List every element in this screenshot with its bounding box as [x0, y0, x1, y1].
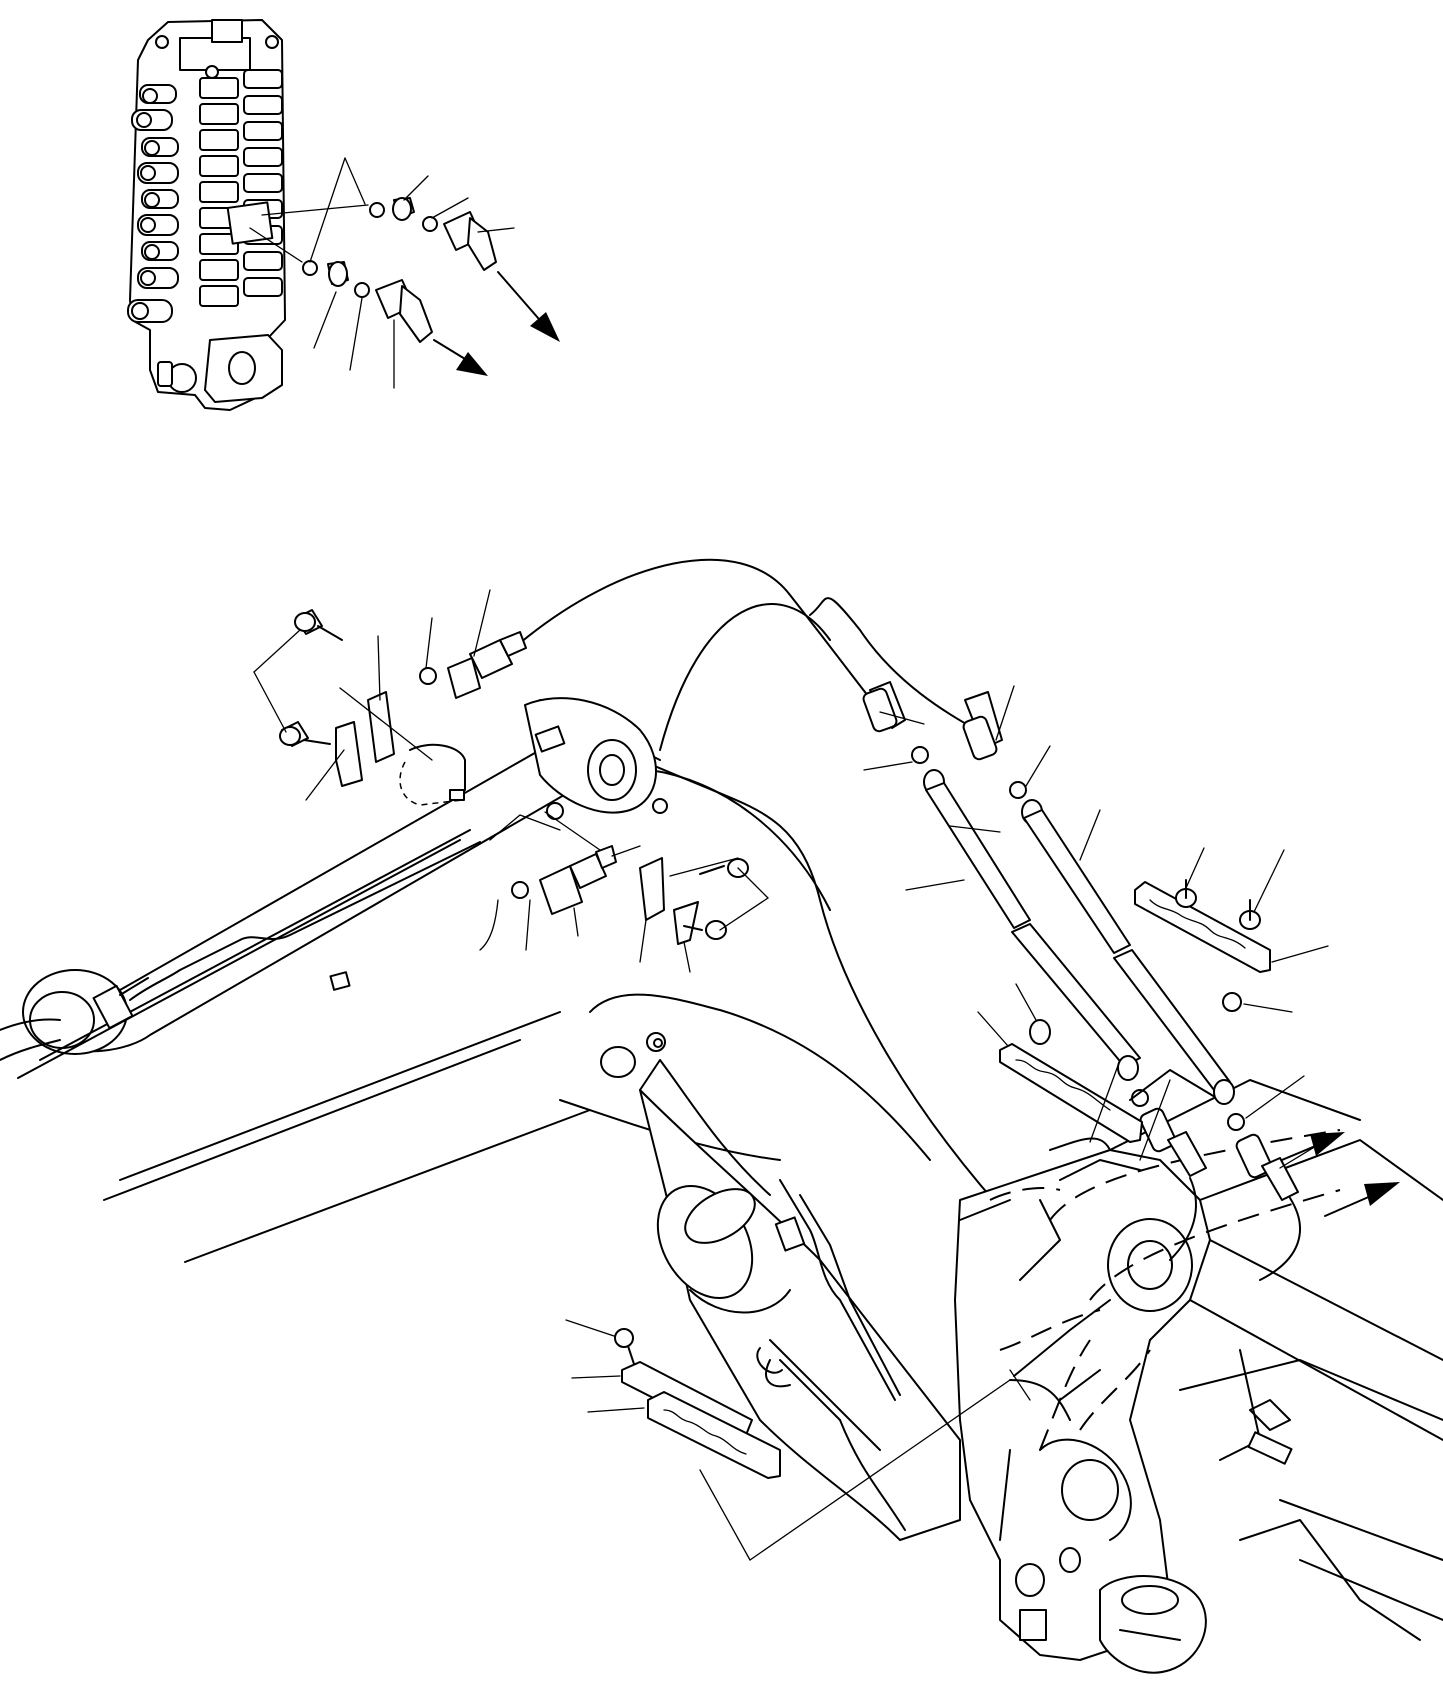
- hose-line-3: [659, 603, 831, 751]
- clamp-bracket-upper-right: [1134, 847, 1329, 1169]
- frame-hose-routing: [1009, 1299, 1111, 1421]
- valve-fittings-left: [127, 84, 179, 323]
- boom-assembly: [0, 558, 1443, 1674]
- control-valve-inset: [127, 19, 560, 411]
- clamp-bracket-lower: [565, 1319, 1011, 1561]
- boom-hose-tubes: [862, 681, 1301, 1281]
- valve-spools: [199, 77, 239, 307]
- clamp-bracket-middle: [479, 811, 769, 973]
- clamp-bracket-boom-middle: [863, 685, 1171, 1161]
- hose-line-2: [809, 597, 986, 736]
- clamp-bracket-upper-left: [253, 589, 527, 806]
- valve-ports-right: [243, 69, 283, 297]
- hose-line-1: [519, 558, 879, 709]
